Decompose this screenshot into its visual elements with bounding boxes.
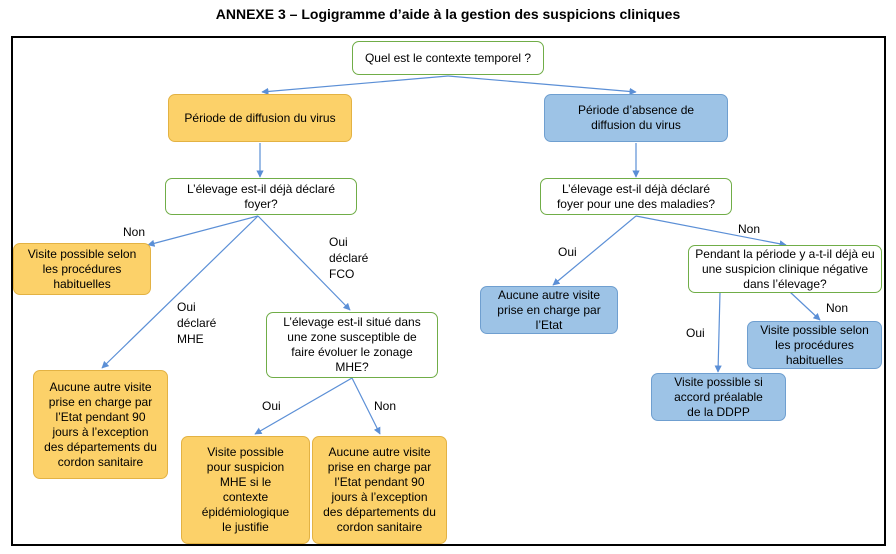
- label-zone-oui: Oui: [262, 399, 281, 413]
- arrow-right-non: [635, 215, 787, 248]
- period-suspicion-question-node: Pendant la période y a-t-il déjà eu une …: [688, 245, 882, 293]
- right-no-visit-node: Aucune autre visite prise en charge par …: [480, 286, 618, 334]
- period-absence-node: Période d’absence de diffusion du virus: [544, 94, 728, 142]
- label-right-oui: Oui: [558, 245, 577, 259]
- arrow-context-to-absence: [447, 75, 637, 96]
- label-left-non: Non: [123, 225, 146, 239]
- arrow-zone-oui: [254, 377, 353, 435]
- arrow-left-oui-mhe: [101, 215, 259, 369]
- right-declared-question-node: L’élevage est-il déjà déclaré foyer pour…: [540, 178, 732, 215]
- visit-ddpp-node: Visite possible si accord préalable de l…: [651, 373, 786, 421]
- page-title: ANNEXE 3 – Logigramme d’aide à la gestio…: [215, 6, 681, 22]
- arrow-zone-non: [351, 377, 381, 435]
- right-visit-usual-node: Visite possible selon les procédures hab…: [747, 321, 882, 369]
- label-right-non: Non: [738, 222, 761, 236]
- zone-question-node: L’élevage est-il situé dans une zone sus…: [266, 312, 438, 378]
- label-oui-mhe: Oui déclaré MHE: [177, 300, 217, 346]
- label-zone-non: Non: [374, 399, 397, 413]
- arrow-susp-oui: [714, 291, 722, 373]
- label-oui-fco: Oui déclaré FCO: [329, 235, 369, 281]
- arrow-susp-non: [789, 291, 821, 321]
- left-no-visit-mhe-node: Aucune autre visite prise en charge par …: [33, 370, 168, 479]
- left-declared-question-node: L’élevage est-il déjà déclaré foyer?: [165, 178, 357, 215]
- label-susp-oui: Oui: [686, 326, 705, 340]
- period-diffusion-node: Période de diffusion du virus: [168, 94, 352, 142]
- left-visit-usual-node: Visite possible selon les procédures hab…: [13, 243, 151, 295]
- label-susp-non: Non: [826, 301, 849, 315]
- visit-suspicion-mhe-node: Visite possible pour suspicion MHE si le…: [181, 436, 310, 544]
- arrow-context-to-diffusion: [261, 75, 449, 96]
- no-visit-cordon-node: Aucune autre visite prise en charge par …: [312, 436, 447, 544]
- context-question-node: Quel est le contexte temporel ?: [352, 41, 544, 75]
- diagram-frame: [11, 36, 886, 546]
- arrow-left-non: [147, 215, 259, 247]
- arrow-left-oui-fco: [257, 215, 351, 311]
- arrow-right-oui: [552, 215, 637, 286]
